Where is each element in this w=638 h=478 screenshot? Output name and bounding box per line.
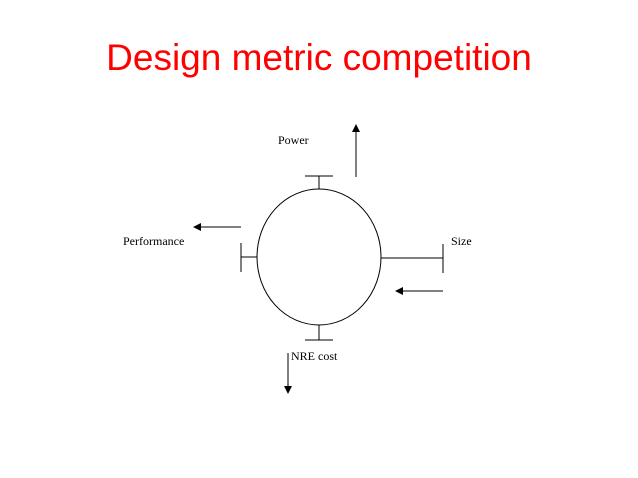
power-stem [305, 175, 333, 189]
design-space-circle [256, 188, 382, 326]
nre-cost-stem [305, 325, 333, 341]
power-label: Power [278, 133, 309, 147]
slide-title: Design metric competition [106, 37, 532, 78]
performance-stem [240, 243, 257, 272]
performance-label: Performance [123, 234, 185, 248]
nre-cost-label: NRE cost [291, 349, 338, 363]
size-stem [381, 244, 444, 273]
size-label: Size [451, 234, 472, 248]
